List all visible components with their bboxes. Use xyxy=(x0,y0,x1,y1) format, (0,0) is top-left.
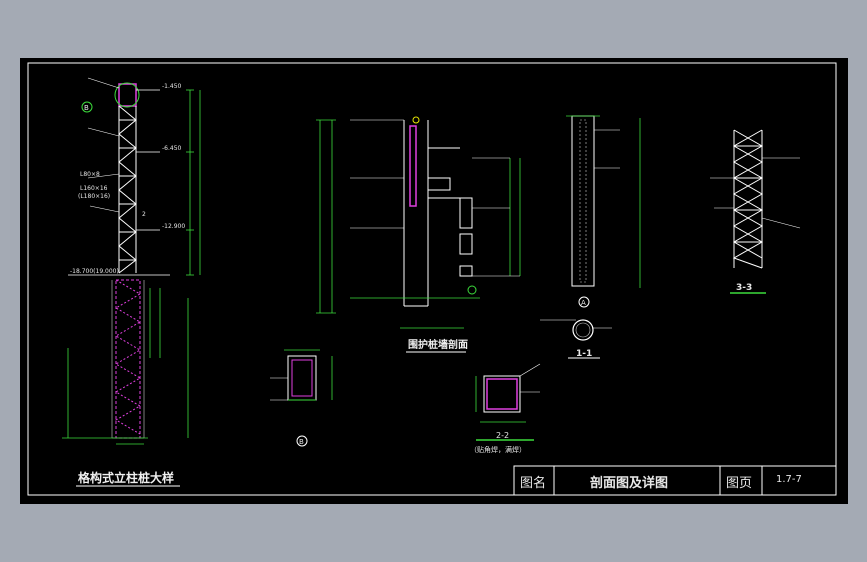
section-2-2-label: 2-2 xyxy=(496,431,509,440)
title-block-name-label: 图名 xyxy=(520,476,547,491)
lattice-column-view: B -1.450 -6.450 -12.900 -18.700(19.000) … xyxy=(62,77,201,487)
section-2-2-view: 2-2 （贴角焊，满焊） xyxy=(470,363,541,454)
lattice-title: 格构式立柱桩大样 xyxy=(78,470,174,485)
detail-b-letter: B xyxy=(299,438,304,446)
elev-mid1: -6.450 xyxy=(162,145,182,152)
section-1-1-label: 1-1 xyxy=(576,349,592,359)
elev-top: -1.450 xyxy=(162,83,182,90)
detail-b-mark xyxy=(296,435,308,447)
column-head-box xyxy=(118,83,137,107)
detail-b-view: B xyxy=(270,349,333,447)
elev-mid2: -12.900 xyxy=(162,223,185,230)
title-block-page-number: 1.7-7 xyxy=(776,474,802,485)
title-block-page-label: 图页 xyxy=(726,476,753,491)
retaining-pile-section: 围护桩墙剖面 xyxy=(316,116,521,353)
drawing-sheet: B -1.450 -6.450 -12.900 -18.700(19.000) … xyxy=(20,58,848,504)
section-1-1-view: 1-1 xyxy=(540,319,612,359)
section-mark-2: 2 xyxy=(142,211,146,218)
title-block xyxy=(513,465,837,496)
detail-b-callout xyxy=(81,101,93,113)
sheet-frame xyxy=(27,62,837,496)
title-block-drawing-name: 剖面图及详图 xyxy=(590,476,669,491)
angle-label-3: (L180×16) xyxy=(78,193,110,200)
detail-a-letter: A xyxy=(581,299,586,307)
angle-label-2: L160×16 xyxy=(80,185,108,192)
section-2-2-note: （贴角焊，满焊） xyxy=(470,445,526,454)
section-3-3-view: 3-3 xyxy=(710,129,801,294)
detail-a-view: A xyxy=(566,115,641,308)
column-head-circle xyxy=(114,82,140,108)
callout-b-letter: B xyxy=(84,104,89,112)
detail-a-mark xyxy=(578,296,590,308)
retaining-title: 围护桩墙剖面 xyxy=(408,338,468,351)
angle-label-1: L80×8 xyxy=(80,171,100,178)
section-3-3-label: 3-3 xyxy=(736,283,752,293)
elev-pile: -18.700(19.000) xyxy=(70,268,119,275)
cad-drawing: B -1.450 -6.450 -12.900 -18.700(19.000) … xyxy=(27,62,837,496)
